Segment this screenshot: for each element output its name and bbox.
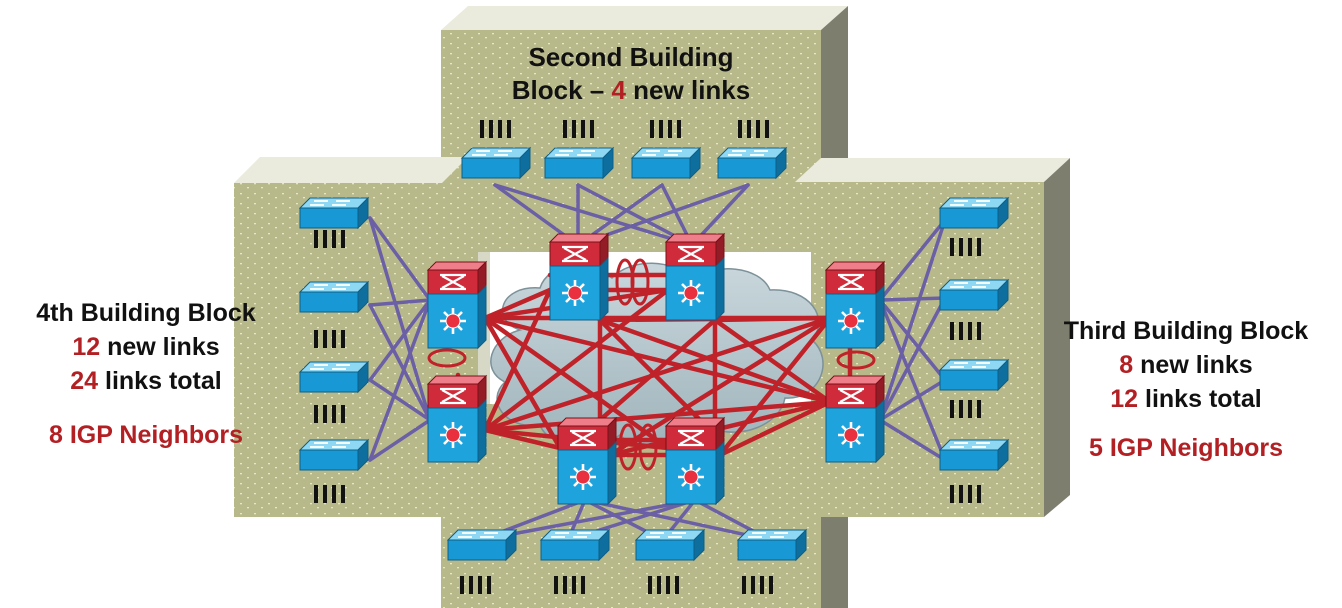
distribution-switch-left-upper	[426, 260, 488, 350]
access-switch-bottom-1	[447, 529, 517, 561]
distribution-switch-right-upper	[824, 260, 886, 350]
fourth-block-new-links-count: 12	[72, 333, 101, 361]
distribution-switch-bottom-left	[556, 416, 618, 506]
third-block-total-links-text: links total	[1138, 385, 1262, 413]
fourth-block-title: 4th Building Block	[36, 299, 256, 327]
third-block-new-links: 8 new links	[1030, 348, 1342, 382]
second-block-panel-top	[441, 6, 848, 30]
fourth-block-new-links-text: new links	[100, 333, 220, 361]
access-switch-left-4	[299, 439, 369, 471]
third-block-label: Third Building Block 8 new links 12 link…	[1030, 314, 1342, 416]
access-switch-top-3	[631, 147, 701, 179]
access-switch-top-2	[544, 147, 614, 179]
third-block-new-links-text: new links	[1133, 351, 1253, 379]
access-switch-left-3	[299, 361, 369, 393]
access-switch-top-4	[717, 147, 787, 179]
distribution-switch-bottom-right	[664, 416, 726, 506]
distribution-switch-left-lower	[426, 374, 488, 464]
access-switch-right-3	[939, 359, 1009, 391]
second-block-label: Second Building Block – 4 new links	[441, 41, 821, 107]
third-block-total-links-count: 12	[1110, 385, 1139, 413]
access-switch-bottom-4	[737, 529, 807, 561]
third-block-igp-neighbors: 5 IGP Neighbors	[1088, 434, 1284, 462]
access-switch-bottom-2	[540, 529, 610, 561]
fourth-block-total-links-count: 24	[70, 367, 99, 395]
port-channel-markers	[427, 258, 876, 471]
access-switch-left-1	[299, 197, 369, 229]
third-block-new-links-count: 8	[1119, 351, 1134, 379]
fourth-block-total-links-text: links total	[98, 367, 222, 395]
distribution-switch-top-left	[548, 232, 610, 322]
second-block-new-links-count: 4	[611, 75, 626, 105]
access-switch-top-1	[461, 147, 531, 179]
fourth-block-igp-neighbors: 8 IGP Neighbors	[48, 421, 244, 449]
access-switch-right-1	[939, 197, 1009, 229]
third-block-title: Third Building Block	[1063, 317, 1309, 345]
second-block-title-line1: Second Building	[528, 42, 734, 72]
distribution-switch-right-lower	[824, 374, 886, 464]
fourth-block-total-links: 24 links total	[0, 364, 292, 398]
fourth-block-label: 4th Building Block 12 new links 24 links…	[0, 296, 292, 398]
fourth-block-new-links: 12 new links	[0, 330, 292, 364]
second-block-title-suffix: new links	[625, 75, 751, 105]
access-switch-bottom-3	[635, 529, 705, 561]
access-switch-left-2	[299, 281, 369, 313]
access-switch-right-2	[939, 279, 1009, 311]
third-block-total-links: 12 links total	[1030, 382, 1342, 416]
access-switch-right-4	[939, 439, 1009, 471]
second-block-title-prefix: Block –	[511, 75, 612, 105]
distribution-switch-top-right	[664, 232, 726, 322]
second-block-title-line2: Block – 4 new links	[441, 74, 821, 107]
